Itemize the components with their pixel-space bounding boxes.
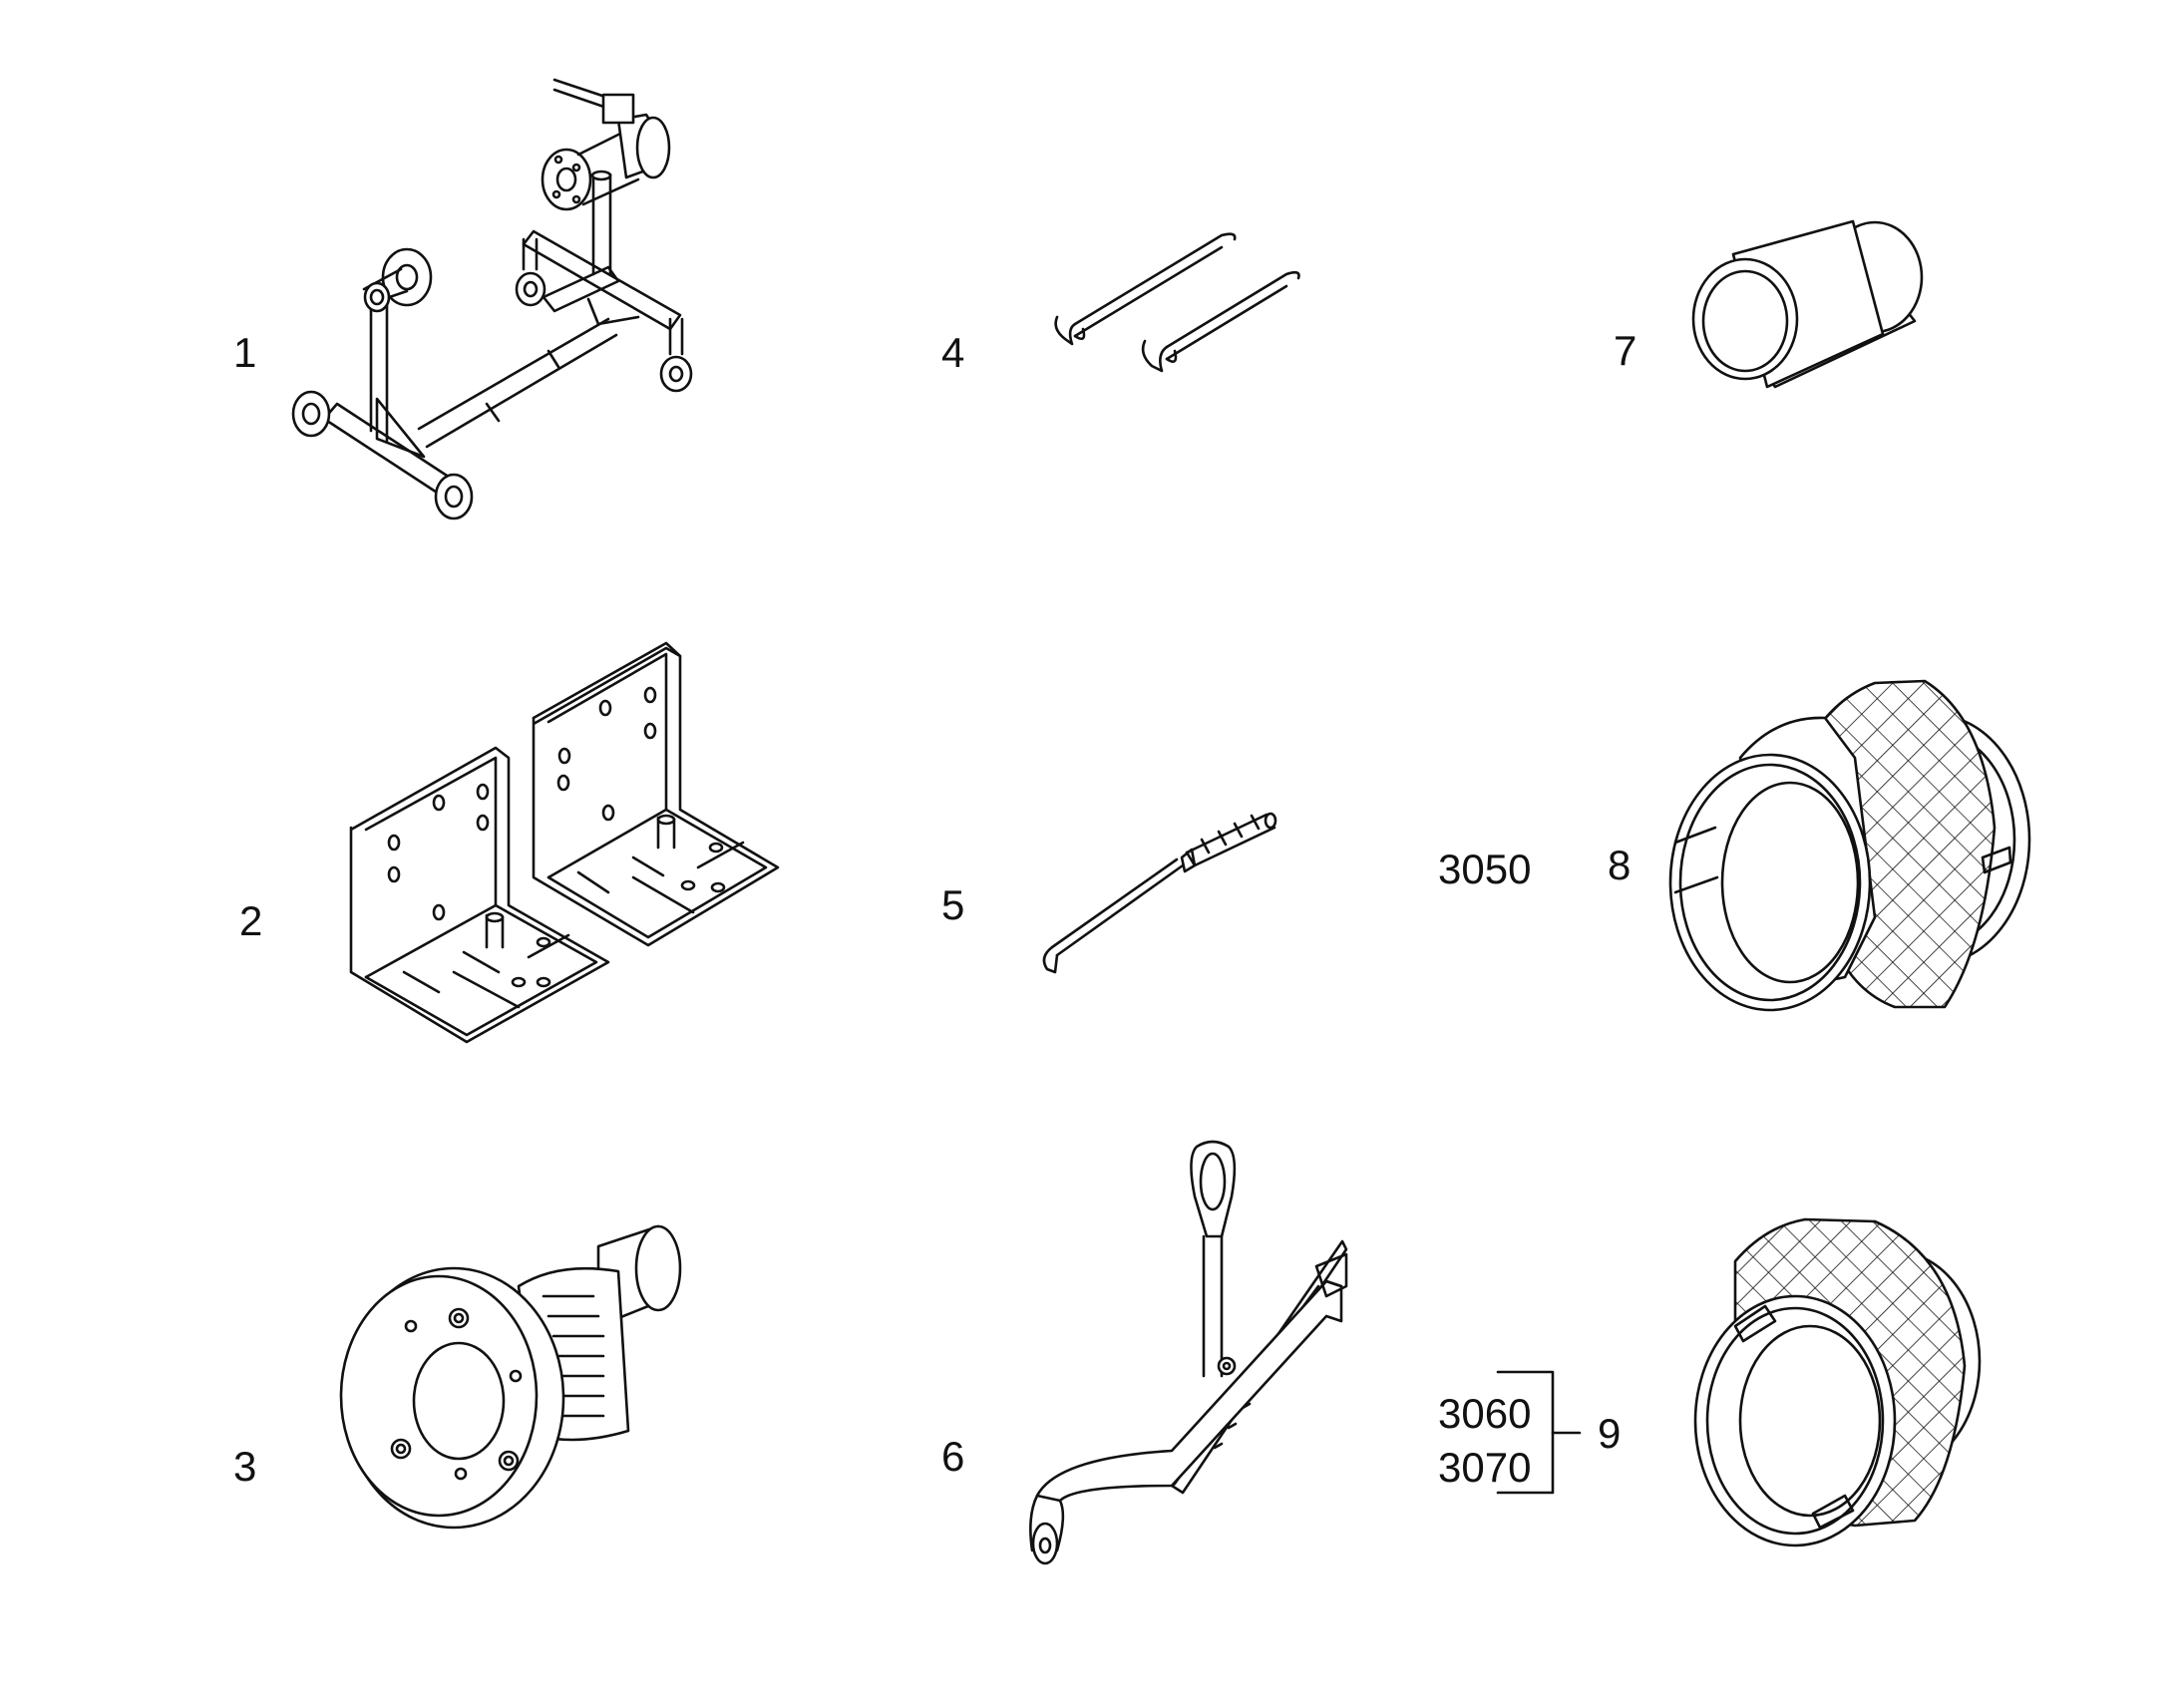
item-5-number: 5: [941, 881, 964, 928]
engine-stand-illustration: [291, 78, 693, 520]
angle-brackets-illustration: [349, 641, 780, 1044]
item-8-number: 8: [1608, 842, 1631, 888]
item-9-code-2: 3070: [1438, 1444, 1531, 1491]
item-3-number: 3: [233, 1443, 256, 1490]
hook-screwdriver-illustration: [1042, 812, 1277, 974]
knurled-ring-3050-illustration: [1668, 679, 2031, 1012]
puller-bar-illustration: [1029, 1140, 1348, 1565]
knurled-ring-3060-3070-illustration: [1496, 1217, 1982, 1547]
item-2-number: 2: [239, 897, 262, 944]
item-7-number: 7: [1614, 327, 1636, 374]
item-1-number: 1: [233, 329, 256, 376]
hook-tools-illustration: [1054, 232, 1300, 373]
item-9-number: 9: [1598, 1410, 1621, 1457]
item-8-code: 3050: [1438, 846, 1531, 892]
sleeve-illustration: [1691, 219, 1924, 389]
item-6-number: 6: [941, 1433, 964, 1480]
item-4-number: 4: [941, 329, 964, 376]
flange-adapter-illustration: [339, 1224, 682, 1530]
item-9-code-1: 3060: [1438, 1390, 1531, 1437]
